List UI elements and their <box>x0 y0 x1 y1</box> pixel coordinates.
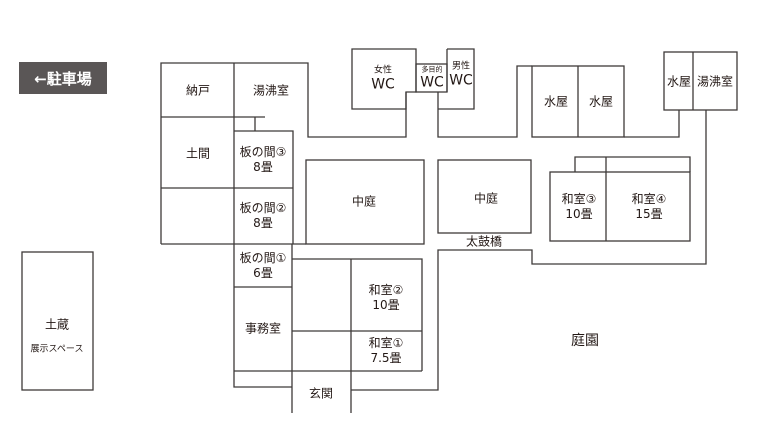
courtyard-1: 中庭 <box>351 194 377 209</box>
room-jimushitsu: 事務室 <box>244 321 282 336</box>
storehouse: 土蔵 <box>44 317 70 332</box>
room-name: 板の間② <box>239 201 287 215</box>
wc-label: 男性 <box>451 61 470 72</box>
room-name: 和室② <box>368 283 404 297</box>
room-size: 8畳 <box>253 160 273 174</box>
room-size: 7.5畳 <box>370 351 402 365</box>
room-name: 板の間① <box>239 251 287 265</box>
room-size: 15畳 <box>635 207 663 221</box>
room-yuwakashi-2: 湯沸室 <box>696 74 734 89</box>
room-size: 6畳 <box>253 266 273 280</box>
wc-sign: WC <box>449 72 473 89</box>
room-size: 10畳 <box>565 207 593 221</box>
parking-direction-label: ←駐車場 <box>19 62 107 94</box>
wc-sign: WC <box>371 76 395 93</box>
room-name: 和室④ <box>631 192 667 206</box>
room-genkan: 玄関 <box>308 386 334 401</box>
room-name: 板の間③ <box>239 145 287 159</box>
room-mizuya-3: 水屋 <box>666 74 692 89</box>
taikobashi-bridge: 太鼓橋 <box>465 234 503 249</box>
wc-sign: WC <box>420 74 444 91</box>
room-name: 和室③ <box>561 192 597 206</box>
room-nando: 納戸 <box>185 83 211 98</box>
room-doma: 土間 <box>185 146 211 161</box>
room-size: 8畳 <box>253 216 273 230</box>
wc-label: 女性 <box>373 65 392 76</box>
room-yuwakashi-1: 湯沸室 <box>252 83 290 98</box>
room-name: 和室① <box>368 336 404 350</box>
wc-label: 多目的 <box>421 65 443 74</box>
courtyard-2: 中庭 <box>473 191 499 206</box>
room-mizuya-1: 水屋 <box>543 94 569 109</box>
room-size: 10畳 <box>372 298 400 312</box>
garden: 庭園 <box>571 333 599 349</box>
room-mizuya-2: 水屋 <box>588 94 614 109</box>
storehouse-exhibition-space: 展示スペース <box>30 344 84 355</box>
